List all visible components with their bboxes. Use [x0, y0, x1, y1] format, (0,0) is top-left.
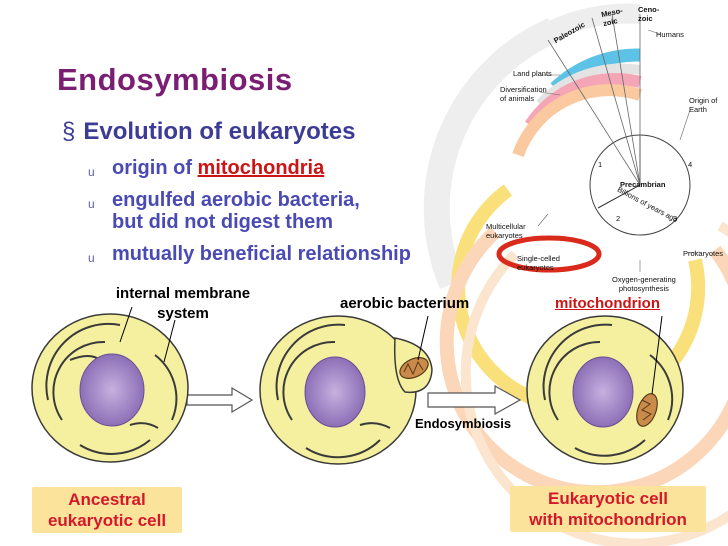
label-precambrian: Precambrian: [620, 180, 666, 189]
clock-number-1: 1: [598, 160, 603, 169]
mitochondrion: [636, 393, 658, 427]
bacterium: [399, 357, 429, 379]
slide-title: Endosymbiosis: [57, 62, 293, 97]
label-land-plants: Land plants: [513, 69, 552, 78]
label-humans: Humans: [656, 30, 684, 39]
arc-gray: [423, 18, 559, 290]
label-cenozoic: Ceno-zoic: [638, 5, 660, 23]
arc-gray-inner: [536, 63, 641, 108]
arrow-1: [186, 386, 254, 414]
clock-number-4: 4: [688, 160, 693, 169]
main-bullet: § Evolution of eukaryotes: [62, 118, 355, 146]
ancestral-cell: [31, 306, 189, 463]
bullet-marker: u: [88, 197, 95, 211]
label-prokaryotes: Prokaryotes: [683, 249, 724, 258]
main-bullet-text: Evolution of eukaryotes: [83, 118, 356, 145]
section-marker: §: [62, 118, 76, 145]
bullet-marker: u: [88, 165, 95, 179]
clock-number-3: 3: [673, 214, 678, 223]
arc-peach: [512, 84, 642, 158]
label-aerobic-bacterium: aerobic bacterium: [340, 295, 470, 312]
label-mitochondrion: mitochondrion: [555, 295, 660, 312]
mitochondria-highlight: mitochondria: [197, 157, 325, 179]
bullet-marker: u: [88, 251, 95, 265]
label-endosymbiosis: Endosymbiosis: [415, 416, 512, 431]
geologic-clock: [423, 3, 728, 546]
eukaryotic-cell: [526, 315, 684, 465]
arrow-2: [427, 384, 522, 416]
clock-number-2: 2: [616, 214, 621, 223]
highlight-oval: [496, 235, 602, 273]
engulfing-cell: [259, 315, 433, 465]
